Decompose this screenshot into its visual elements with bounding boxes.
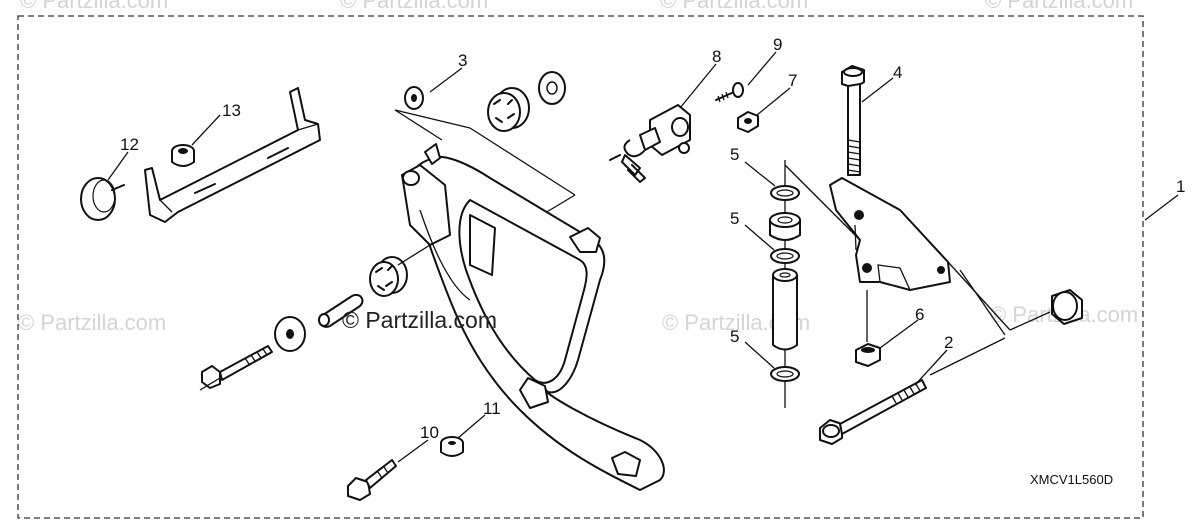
bracket-rail xyxy=(144,87,321,223)
guide-line-right-c xyxy=(959,269,1006,336)
watermark-top-3: © Partzilla.com xyxy=(660,0,808,13)
guide-line-stack-top xyxy=(784,164,861,241)
part-7-nut xyxy=(737,111,759,133)
callout-8: 8 xyxy=(712,47,721,66)
main-frame xyxy=(401,143,665,491)
callout-7: 7 xyxy=(788,71,797,90)
callout-11: 11 xyxy=(483,399,501,418)
callout-2: 2 xyxy=(944,333,953,352)
watermark-main: © Partzilla.com xyxy=(342,307,497,333)
callout-5-mid: 5 xyxy=(730,209,739,228)
callout-1: 1 xyxy=(1176,177,1185,196)
part-11-nut xyxy=(440,436,464,457)
watermark-top-4: © Partzilla.com xyxy=(985,0,1133,13)
guide-line-3a xyxy=(394,109,443,141)
part-5-washer-top xyxy=(770,185,800,201)
part-5-washer-mid xyxy=(770,248,800,264)
part-13-nut xyxy=(171,144,195,167)
guide-line-right-d xyxy=(929,337,1006,376)
callout-10: 10 xyxy=(420,423,439,442)
part-8-lock xyxy=(609,104,691,183)
callout-4: 4 xyxy=(893,63,902,82)
callout-6: 6 xyxy=(915,305,924,324)
part-5-washer-bottom xyxy=(770,366,800,382)
part-3-washer-set xyxy=(404,71,566,132)
dashed-border xyxy=(17,15,1144,519)
callout-5-bottom: 5 xyxy=(730,327,739,346)
callout-5-top: 5 xyxy=(730,145,739,164)
callout-12: 12 xyxy=(120,135,139,154)
callout-3: 3 xyxy=(458,51,467,70)
guide-line-right-b xyxy=(1009,311,1051,331)
part-spacer-short xyxy=(769,212,801,241)
guide-line-3d xyxy=(394,109,471,129)
right-bracket-plate xyxy=(829,177,951,291)
callout-9: 9 xyxy=(773,35,782,54)
part-2-bolt xyxy=(819,379,927,445)
part-left-grommet xyxy=(369,256,408,297)
callout-13: 13 xyxy=(222,101,241,120)
part-4-long-bolt xyxy=(841,65,865,176)
part-left-washer xyxy=(274,316,306,352)
part-right-spacer xyxy=(1051,289,1083,325)
part-left-spacer xyxy=(318,294,364,328)
part-12-cap xyxy=(80,177,125,221)
guide-line-right-a xyxy=(947,261,1011,331)
watermark-faint-left: © Partzilla.com xyxy=(18,310,166,335)
guide-line-left xyxy=(397,244,431,266)
watermark-top-2: © Partzilla.com xyxy=(340,0,488,13)
watermark-top-1: © Partzilla.com xyxy=(20,0,168,13)
part-spacer-long xyxy=(772,268,798,351)
diagram-code: XMCV1L560D xyxy=(1030,472,1113,487)
leader-lines xyxy=(107,51,1179,463)
part-left-bolt xyxy=(201,345,273,389)
part-6-nut xyxy=(855,343,881,367)
guide-line-3b xyxy=(469,127,576,196)
part-9-screw xyxy=(715,82,744,103)
guide-line-left-bolt xyxy=(199,377,221,391)
part-10-bolt xyxy=(347,459,397,501)
